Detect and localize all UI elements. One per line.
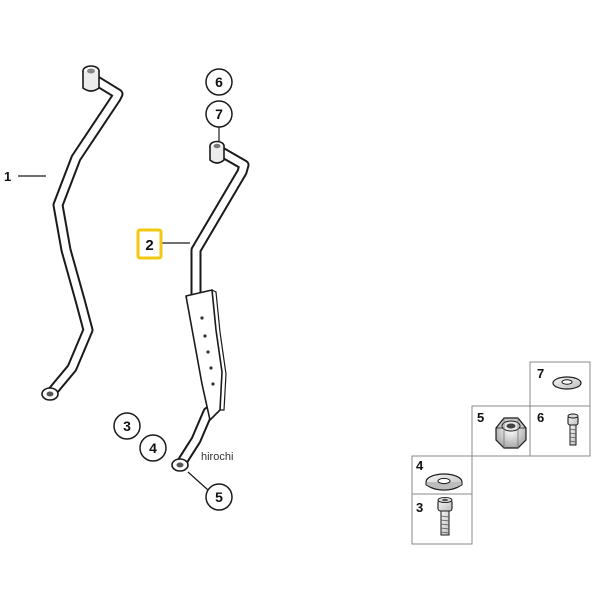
legend-cell-7[interactable]: 7 <box>537 366 582 390</box>
legend-label-7: 7 <box>537 366 544 381</box>
callout-circle-6[interactable] <box>205 68 233 96</box>
callout-label-1: 1 <box>4 169 11 184</box>
support-bracket-right <box>171 140 250 472</box>
legend-label-5: 5 <box>477 410 484 425</box>
support-rod-left <box>41 65 124 401</box>
highlight-box-2[interactable] <box>136 228 163 260</box>
legend-cell-4[interactable]: 4 <box>416 458 463 491</box>
callout-circle-4[interactable] <box>139 434 167 462</box>
callout-circle-5[interactable] <box>205 483 233 511</box>
callout-label-6: 6 <box>215 74 223 90</box>
legend-label-4: 4 <box>416 458 424 473</box>
washer-large-icon <box>425 473 463 491</box>
hex-bolt-icon <box>437 496 453 536</box>
legend-cell-3[interactable]: 3 <box>416 496 453 536</box>
allen-screw-icon <box>567 413 579 446</box>
hardware-legend <box>411 361 591 545</box>
lock-nut-icon <box>495 417 527 449</box>
washer-small-icon <box>552 376 582 390</box>
legend-label-6: 6 <box>537 410 544 425</box>
leader-line-5 <box>187 471 209 491</box>
legend-cell-5[interactable]: 5 <box>477 410 527 449</box>
callout-label-3: 3 <box>123 418 131 434</box>
callout-label-7: 7 <box>215 106 223 122</box>
callout-label-5: 5 <box>215 489 223 505</box>
callout-label-4: 4 <box>149 440 157 456</box>
callout-label-2: 2 <box>145 237 153 254</box>
legend-label-3: 3 <box>416 500 423 515</box>
callout-circle-3[interactable] <box>113 412 141 440</box>
watermark: hirochi <box>201 451 233 463</box>
legend-cell-6[interactable]: 6 <box>537 410 579 446</box>
